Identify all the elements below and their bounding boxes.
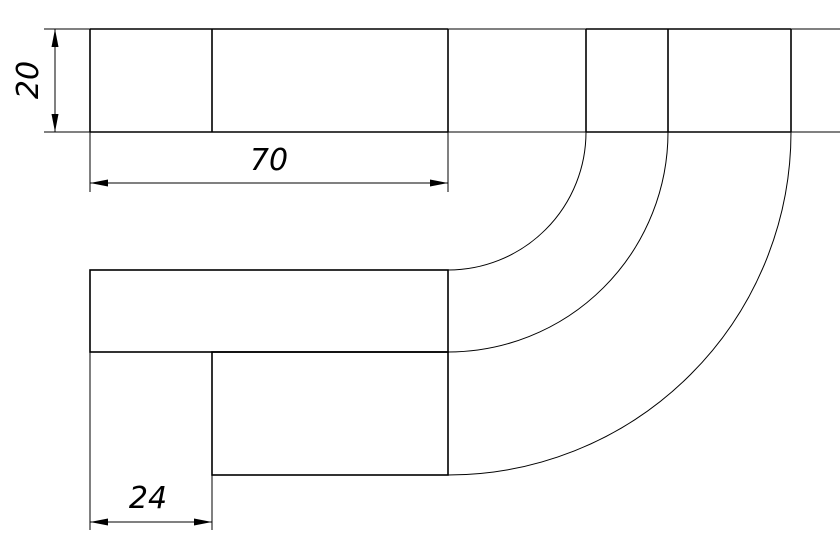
length-dimension: 70: [89, 132, 449, 192]
top-view: [44, 28, 840, 133]
bend-arc-middle: [447, 131, 669, 353]
length-arrow-right: [430, 179, 448, 187]
bend-arc-outer: [447, 131, 792, 476]
height-arrow-top: [51, 29, 59, 47]
offset-dimension: 24: [90, 481, 212, 526]
bottom-view: [89, 269, 449, 530]
offset-dimension-label: 24: [129, 481, 167, 516]
bend-arcs: [447, 131, 792, 476]
height-dimension-label: 20: [11, 61, 46, 99]
height-dimension: 20: [11, 29, 59, 132]
bend-arc-inner: [447, 131, 587, 271]
offset-arrow-right: [194, 518, 212, 526]
offset-arrow-left: [90, 518, 108, 526]
height-arrow-bottom: [51, 114, 59, 132]
length-dimension-label: 70: [250, 143, 288, 178]
bottom-lower-rect: [211, 351, 449, 476]
length-arrow-left: [90, 179, 108, 187]
bottom-upper-rect: [89, 269, 449, 353]
